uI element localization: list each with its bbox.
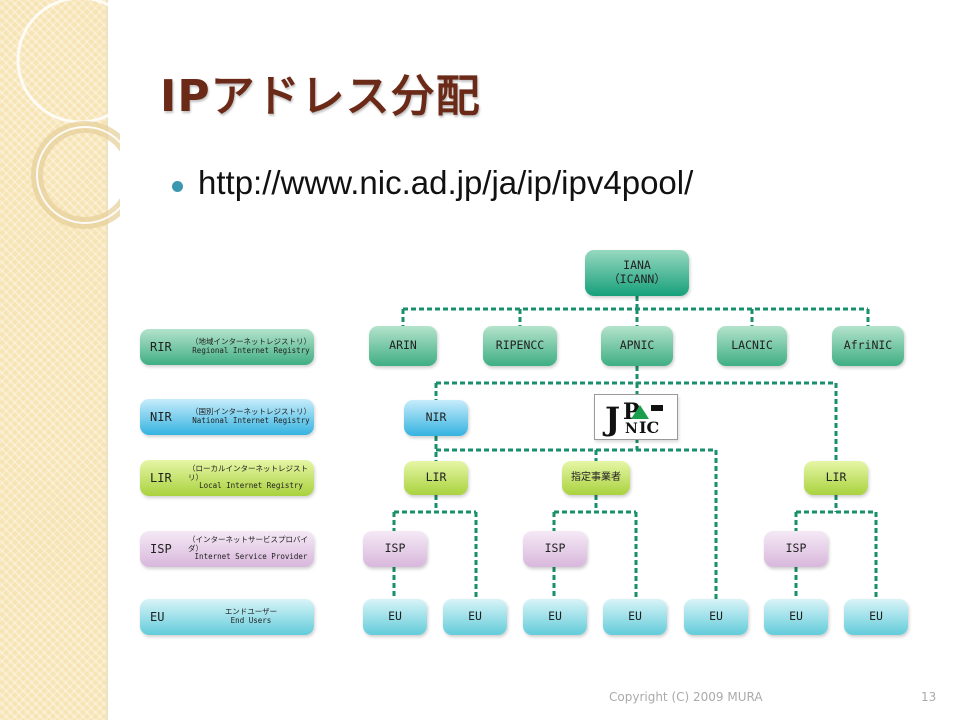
- legend-en: Local Internet Registry: [199, 481, 303, 491]
- legend-jp: （インターネットサービスプロバイダ）: [188, 535, 308, 553]
- svg-text:J: J: [602, 400, 620, 438]
- node-isp-left: ISP: [363, 531, 427, 567]
- node-lir-left: LIR: [404, 461, 468, 495]
- node-iana-label: IANA: [623, 258, 651, 273]
- node-nir: NIR: [404, 400, 468, 436]
- url-bullet[interactable]: http://www.nic.ad.jp/ja/ip/ipv4pool/: [198, 164, 694, 201]
- legend-jp: （国別インターネットレジストリ）: [191, 407, 311, 417]
- svg-text:IC: IC: [639, 418, 659, 437]
- node-isp-mid: ISP: [523, 531, 587, 567]
- band-edge: [106, 0, 108, 720]
- node-label: EU: [789, 609, 803, 624]
- node-label: LACNIC: [731, 338, 773, 353]
- legend-isp: ISP （インターネットサービスプロバイダ） Internet Service …: [140, 531, 314, 567]
- node-isp-right: ISP: [764, 531, 828, 567]
- legend-jp: （地域インターネットレジストリ）: [191, 337, 311, 347]
- node-label: ISP: [785, 541, 807, 556]
- legend-rir: RIR （地域インターネットレジストリ） Regional Internet R…: [140, 329, 314, 365]
- node-label: EU: [869, 609, 883, 624]
- node-eu: EU: [523, 599, 587, 635]
- node-label: APNIC: [619, 338, 655, 353]
- node-label: EU: [709, 609, 723, 624]
- legend-en: Regional Internet Registry: [192, 346, 310, 355]
- svg-text:N: N: [625, 421, 638, 437]
- legend-jp: エンドユーザー: [224, 607, 278, 617]
- node-afrinic: AfriNIC: [832, 326, 904, 366]
- node-iana: IANA （ICANN）: [585, 250, 689, 296]
- node-label: ISP: [544, 541, 566, 556]
- node-label: EU: [548, 609, 562, 624]
- copyright-footer: Copyright (C) 2009 MURA: [609, 690, 763, 704]
- node-label: RIPENCC: [495, 338, 545, 353]
- node-label: NIR: [425, 410, 447, 425]
- page-number: 13: [921, 690, 937, 704]
- node-eu: EU: [603, 599, 667, 635]
- node-label: AfriNIC: [843, 338, 893, 353]
- node-label: LIR: [825, 470, 847, 485]
- node-designated: 指定事業者: [562, 461, 630, 495]
- slide-title: IPアドレス分配: [160, 71, 481, 122]
- legend-en: National Internet Registry: [192, 416, 310, 425]
- node-label: LIR: [425, 470, 447, 485]
- node-ripencc: RIPENCC: [483, 326, 557, 366]
- jpnic-logo-icon: J P N IC: [602, 399, 663, 438]
- node-apnic: APNIC: [601, 326, 673, 366]
- legend-nir: NIR （国別インターネットレジストリ） National Internet R…: [140, 399, 314, 435]
- node-eu: EU: [363, 599, 427, 635]
- legend-eu: EU エンドユーザー End Users: [140, 599, 314, 635]
- legend-jp: （ローカルインターネットレジストリ）: [188, 464, 308, 482]
- legend-en: Internet Service Provider: [194, 552, 308, 562]
- node-label: ISP: [384, 541, 406, 556]
- legend-code: ISP: [150, 542, 172, 556]
- node-lacnic: LACNIC: [717, 326, 787, 366]
- node-label: EU: [628, 609, 642, 624]
- node-eu: EU: [844, 599, 908, 635]
- legend-code: LIR: [150, 471, 172, 485]
- node-eu: EU: [443, 599, 507, 635]
- bullet-icon: [172, 181, 183, 192]
- node-label: ARIN: [389, 338, 417, 353]
- legend-code: NIR: [150, 410, 172, 424]
- node-iana-sublabel: （ICANN）: [608, 272, 666, 286]
- jpnic-logo: J P N IC: [594, 394, 678, 440]
- node-label: 指定事業者: [571, 472, 621, 483]
- node-eu: EU: [764, 599, 828, 635]
- node-label: EU: [468, 609, 482, 624]
- legend-code: EU: [150, 610, 165, 624]
- legend-lir: LIR （ローカルインターネットレジストリ） Local Internet Re…: [140, 460, 314, 496]
- node-label: EU: [388, 609, 402, 624]
- node-eu: EU: [684, 599, 748, 635]
- node-lir-right: LIR: [804, 461, 868, 495]
- node-arin: ARIN: [369, 326, 437, 366]
- legend-code: RIR: [150, 340, 172, 354]
- legend-en: End Users: [230, 616, 272, 625]
